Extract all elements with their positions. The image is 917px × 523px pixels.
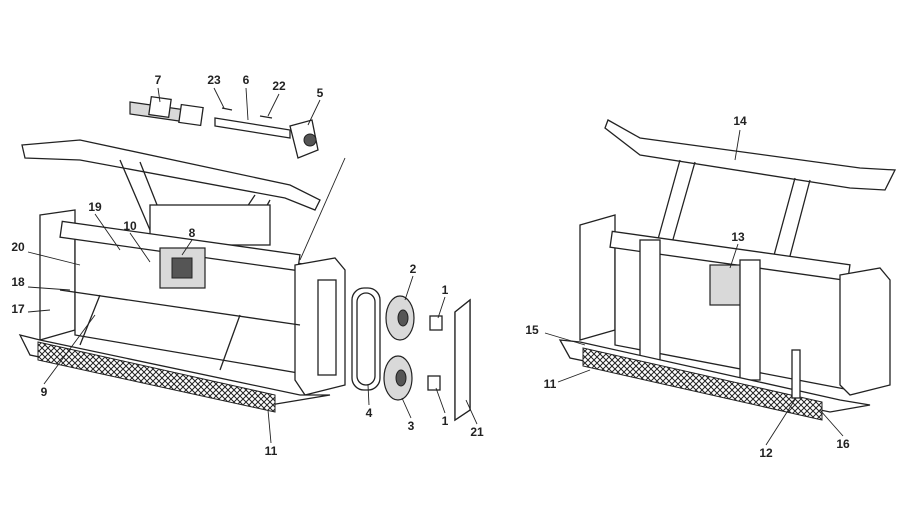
callout-3: 3 [408, 419, 415, 433]
callout-21: 21 [470, 425, 484, 439]
callout-19: 19 [88, 200, 102, 214]
callout-8: 8 [189, 226, 196, 240]
callout-1-top: 1 [442, 283, 449, 297]
callout-16: 16 [836, 437, 850, 451]
callout-10: 10 [123, 219, 137, 233]
callout-11-right: 11 [544, 377, 557, 391]
callout-6: 6 [243, 73, 250, 87]
callout-labels: 7 23 6 22 5 14 19 10 8 13 20 2 18 17 1 1… [11, 73, 850, 460]
callout-13: 13 [731, 230, 745, 244]
callout-2: 2 [410, 262, 417, 276]
callout-9: 9 [41, 385, 48, 399]
left-mulcher-assembly [18, 95, 471, 422]
callout-20: 20 [11, 240, 25, 254]
callout-12: 12 [759, 446, 773, 460]
right-mulcher-assembly [558, 119, 897, 421]
callout-11-left: 11 [265, 444, 278, 458]
left-housing [18, 209, 346, 413]
callout-1-bottom: 1 [442, 414, 449, 428]
callout-4: 4 [366, 406, 373, 420]
callout-14: 14 [733, 114, 747, 128]
leader-lines [27, 87, 844, 446]
callout-15: 15 [525, 323, 539, 337]
callout-17: 17 [11, 302, 25, 316]
belts-pulleys [351, 287, 471, 422]
callout-22: 22 [272, 79, 286, 93]
callout-18: 18 [11, 275, 25, 289]
callout-7: 7 [155, 73, 162, 87]
driveshaft-parts [129, 95, 319, 159]
callout-23: 23 [207, 73, 221, 87]
callout-5: 5 [317, 86, 324, 100]
